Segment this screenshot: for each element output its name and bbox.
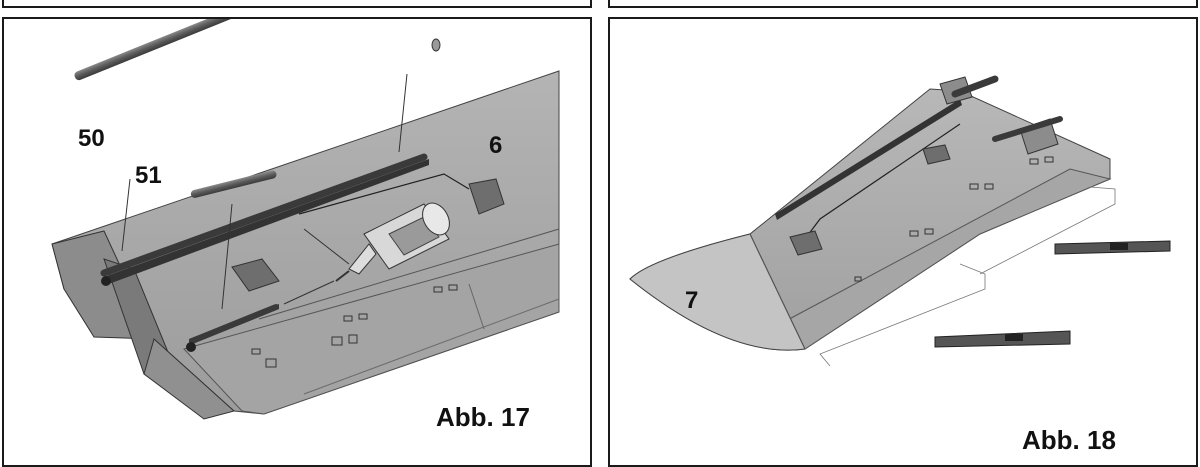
part-label-51: 51: [135, 162, 162, 189]
figure-abb-18: 7 Abb. 18: [608, 17, 1198, 467]
servo-pocket-2: [231, 258, 280, 292]
rod-51: [190, 170, 277, 198]
part-label-50: 50: [78, 125, 105, 152]
aileron: [183, 243, 560, 415]
tail-assembly-illustration: [629, 75, 1171, 367]
rod-50: [74, 19, 391, 81]
part-label-7: 7: [685, 287, 699, 314]
spar-slot: [104, 159, 429, 285]
previous-figure-frame-right: [608, 0, 1198, 8]
servo-pocket-1: [468, 178, 505, 215]
wing-assembly-illustration: [51, 19, 560, 420]
figure-abb-17: 50 51 6 Abb. 17: [2, 17, 592, 467]
figure-caption: Abb. 17: [436, 402, 530, 432]
glue-bottle-icon: [335, 202, 450, 282]
control-horn-2: [934, 330, 1071, 348]
control-horn-1: [1054, 240, 1171, 255]
previous-figure-frame-left: [2, 0, 592, 8]
part-label-6: 6: [489, 132, 503, 159]
figure-caption: Abb. 18: [1022, 425, 1116, 455]
